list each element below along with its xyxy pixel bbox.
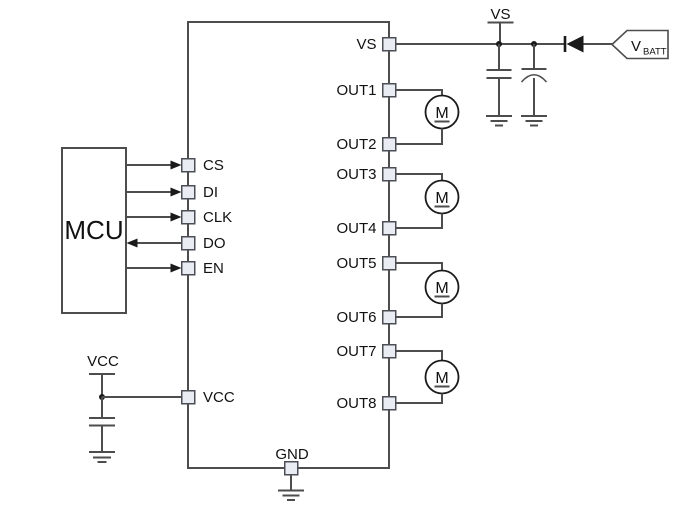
pin-label: OUT1 bbox=[336, 82, 376, 99]
ground-icon bbox=[89, 450, 115, 464]
pin-vs: VS bbox=[356, 36, 397, 53]
pin-square bbox=[180, 260, 196, 276]
pin-out3: OUT3 bbox=[336, 166, 397, 183]
capacitor-vs-ceramic bbox=[486, 44, 512, 127]
vcc-net: VCC bbox=[87, 353, 182, 464]
pin-square bbox=[180, 184, 196, 200]
pin-en: EN bbox=[180, 260, 224, 277]
pin-square bbox=[381, 255, 397, 271]
motor-4: M bbox=[395, 350, 460, 404]
pin-square bbox=[381, 166, 397, 182]
pin-square bbox=[381, 309, 397, 325]
pin-label: VCC bbox=[203, 389, 235, 406]
motor-label: M bbox=[435, 105, 448, 122]
capacitor-vs-electrolytic bbox=[520, 44, 548, 127]
motor-2: M bbox=[395, 173, 460, 229]
motor-label: M bbox=[435, 370, 448, 387]
capacitor-icon bbox=[89, 416, 115, 427]
pin-label: CS bbox=[203, 157, 224, 174]
vcc-net-label: VCC bbox=[87, 353, 119, 370]
pin-square bbox=[283, 460, 299, 476]
pin-square bbox=[381, 82, 397, 98]
pin-out6: OUT6 bbox=[336, 309, 397, 326]
motor-label: M bbox=[435, 190, 448, 207]
mcu-box bbox=[61, 147, 127, 314]
pin-label: CLK bbox=[203, 209, 232, 226]
pin-label: OUT2 bbox=[336, 136, 376, 153]
pin-label: OUT7 bbox=[336, 343, 376, 360]
pin-di: DI bbox=[180, 184, 218, 201]
capacitor-vcc bbox=[89, 397, 115, 464]
motor-label: M bbox=[435, 280, 448, 297]
arrow-right-icon bbox=[170, 212, 182, 222]
vbatt-flag bbox=[610, 29, 669, 60]
spi-signal-arrows bbox=[126, 160, 182, 273]
pin-label: OUT3 bbox=[336, 166, 376, 183]
pin-vcc: VCC bbox=[180, 389, 235, 406]
ground-icon bbox=[278, 489, 304, 502]
pin-label: EN bbox=[203, 260, 224, 277]
pin-square bbox=[381, 36, 397, 52]
vs-net-label: VS bbox=[490, 6, 510, 23]
pin-label: OUT4 bbox=[336, 220, 376, 237]
pin-label: DI bbox=[203, 184, 218, 201]
pin-label: VS bbox=[356, 36, 376, 53]
pin-square bbox=[381, 136, 397, 152]
wire bbox=[395, 393, 443, 404]
ic-body bbox=[187, 21, 390, 469]
wire bbox=[395, 303, 443, 318]
ground-icon bbox=[521, 114, 547, 127]
wire bbox=[395, 173, 443, 181]
pin-square bbox=[180, 157, 196, 173]
wire bbox=[395, 350, 443, 361]
pin-out2: OUT2 bbox=[336, 136, 397, 153]
pin-out4: OUT4 bbox=[336, 220, 397, 237]
pin-square bbox=[180, 389, 196, 405]
pin-square bbox=[180, 209, 196, 225]
pin-square bbox=[180, 235, 196, 251]
capacitor-curved-plate bbox=[520, 73, 548, 83]
arrow-left-icon bbox=[126, 238, 138, 248]
pin-label: GND bbox=[275, 446, 309, 463]
mcu-block: MCU bbox=[61, 147, 127, 314]
wire bbox=[395, 89, 443, 96]
pin-label: DO bbox=[203, 235, 226, 252]
wire bbox=[395, 262, 443, 271]
pin-gnd: GND bbox=[275, 446, 309, 502]
motor-1: M bbox=[395, 89, 460, 145]
pin-out7: OUT7 bbox=[336, 343, 397, 360]
wire bbox=[395, 128, 443, 145]
pin-do: DO bbox=[180, 235, 226, 252]
arrow-right-icon bbox=[170, 187, 182, 197]
pin-label: OUT6 bbox=[336, 309, 376, 326]
pin-clk: CLK bbox=[180, 209, 232, 226]
pin-square bbox=[381, 395, 397, 411]
ground-icon bbox=[486, 114, 512, 127]
pin-cs: CS bbox=[180, 157, 224, 174]
pin-out8: OUT8 bbox=[336, 395, 397, 412]
pin-out5: OUT5 bbox=[336, 255, 397, 272]
arrow-right-icon bbox=[170, 263, 182, 273]
capacitor-icon bbox=[486, 68, 512, 80]
motor-3: M bbox=[395, 262, 460, 318]
pin-label: OUT5 bbox=[336, 255, 376, 272]
pin-square bbox=[381, 343, 397, 359]
diode-triangle bbox=[566, 35, 584, 53]
wire bbox=[395, 213, 443, 229]
pin-out1: OUT1 bbox=[336, 82, 397, 99]
arrow-right-icon bbox=[170, 160, 182, 170]
pin-square bbox=[381, 220, 397, 236]
mcu-label: MCU bbox=[64, 215, 123, 245]
diode bbox=[563, 35, 612, 53]
pin-label: OUT8 bbox=[336, 395, 376, 412]
